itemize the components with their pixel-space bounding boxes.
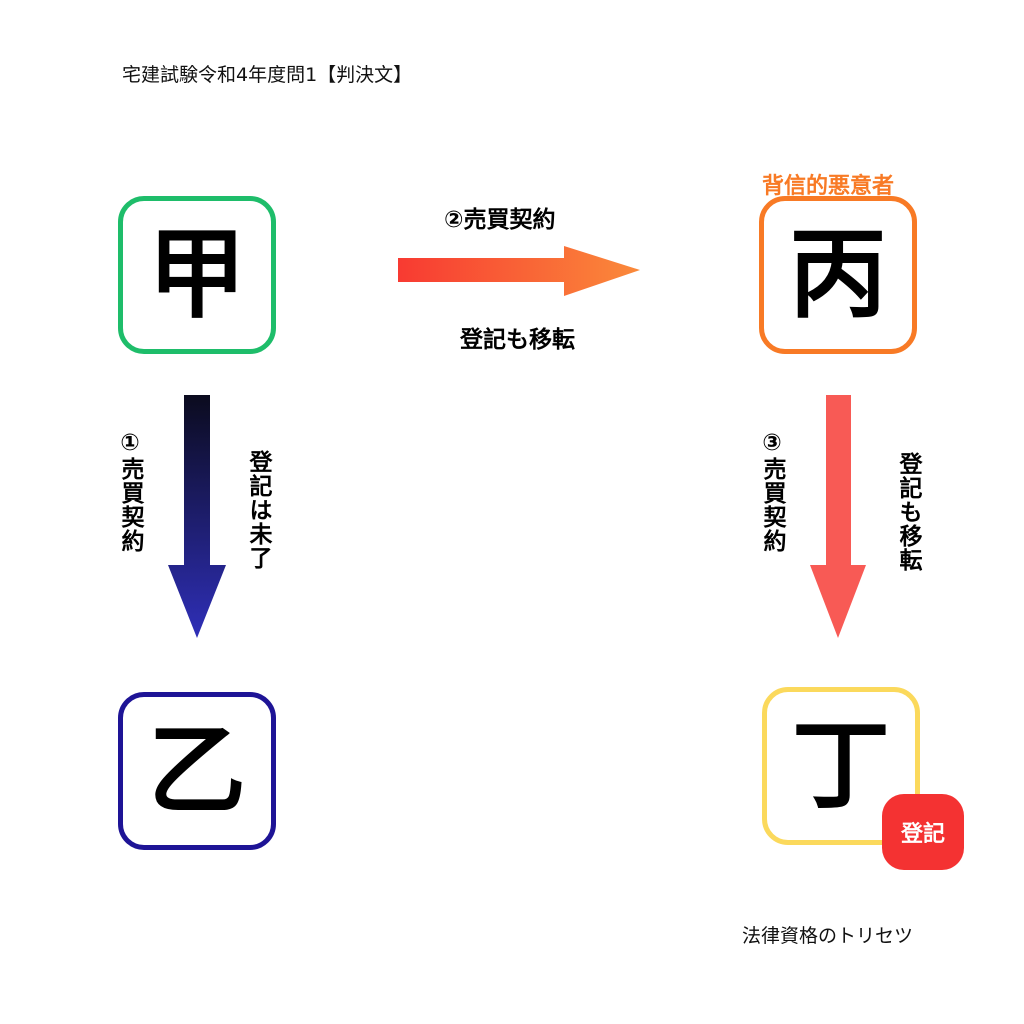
party-kou-label: 甲 [147, 218, 246, 332]
page-title: 宅建試験令和4年度問1【判決文】 [122, 64, 413, 86]
party-box-hei: 丙 [759, 196, 917, 354]
footer-credit: 法律資格のトリセツ [742, 925, 914, 947]
party-box-kou: 甲 [118, 196, 276, 354]
arrow-kou-to-hei [398, 246, 640, 296]
arrow-hei-tei-note: 登記も移転 [895, 452, 921, 572]
arrow-kou-to-otsu [168, 395, 226, 638]
arrow-kou-otsu-note: 登記は未了 [245, 450, 271, 570]
arrow-hei-tei-label: ③売買契約 [759, 430, 785, 553]
arrow-kou-hei-note: 登記も移転 [460, 327, 575, 353]
party-tei-label: 丁 [791, 709, 890, 823]
arrow-kou-hei-label: ②売買契約 [444, 207, 556, 233]
party-otsu-label: 乙 [147, 714, 246, 828]
party-box-otsu: 乙 [118, 692, 276, 850]
party-hei-label: 丙 [788, 218, 887, 332]
arrow-hei-to-tei [810, 395, 866, 638]
party-box-tei: 丁 [762, 687, 920, 845]
registration-badge: 登記 [882, 794, 964, 870]
arrow-kou-otsu-label: ①売買契約 [117, 430, 143, 553]
bad-faith-label: 背信的悪意者 [762, 174, 895, 199]
